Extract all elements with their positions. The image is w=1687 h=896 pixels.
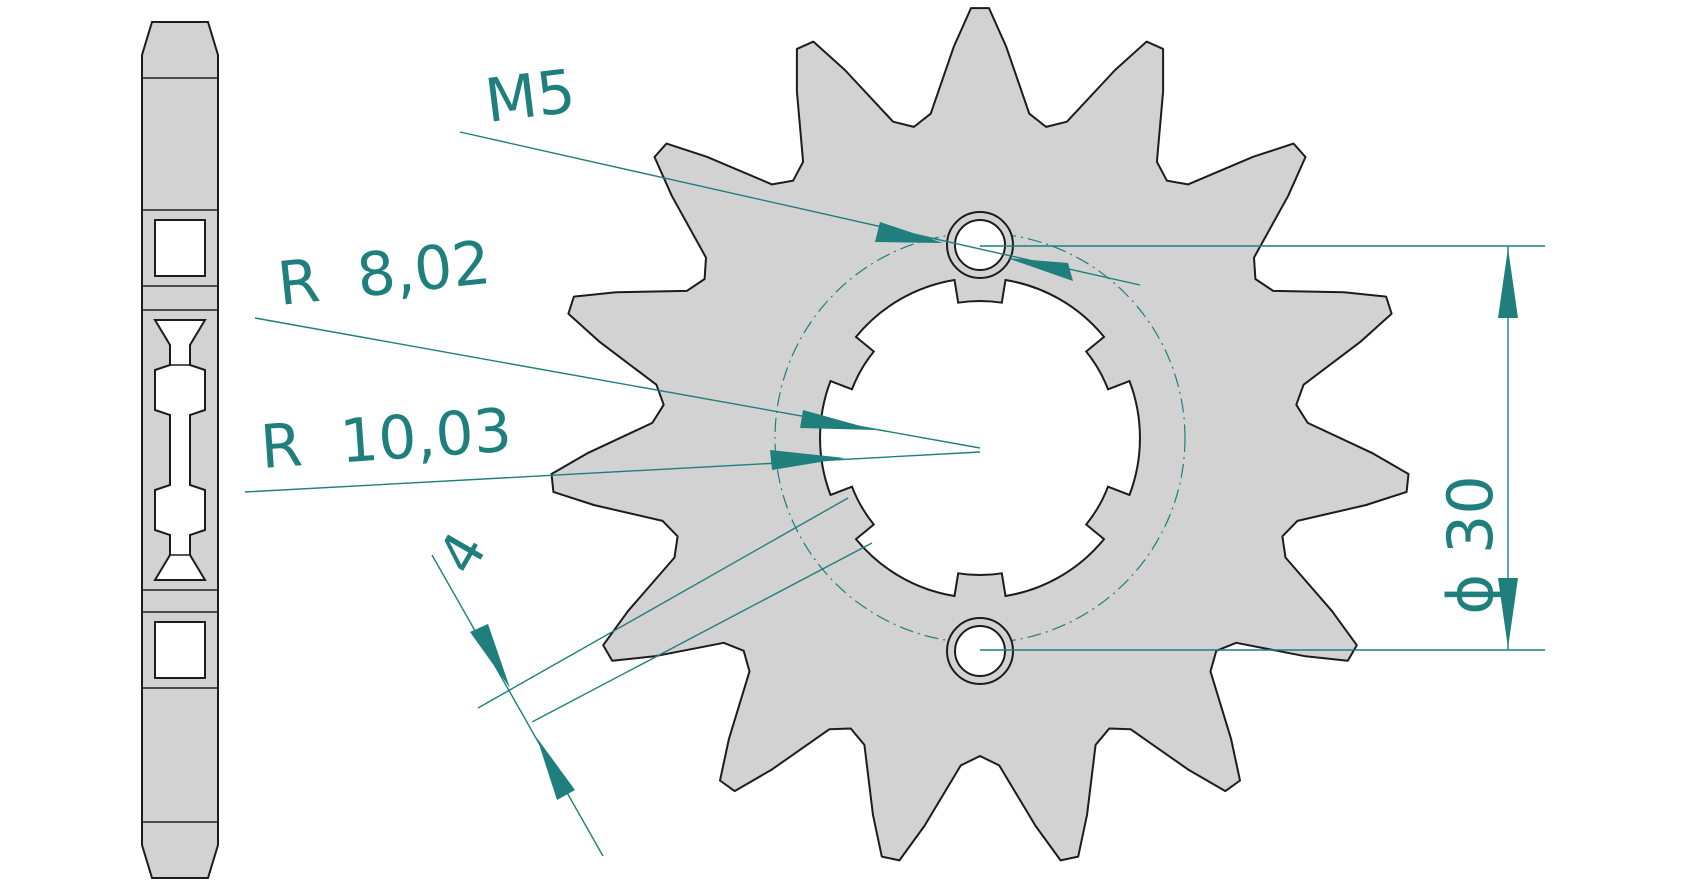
thread-label: M5 [481,56,579,136]
arrowhead [1007,258,1073,281]
spline-bore [819,278,1141,598]
arrowhead [537,738,575,800]
bolt-hole-top [946,211,1014,279]
arrowhead [770,450,845,470]
bolt-spacing-label: ϕ 30 [1434,475,1507,615]
arrowhead [875,222,943,243]
bolt-hole-bottom [946,617,1014,685]
spline-width-dimension-line [431,554,604,857]
radius-outer-leader [244,451,981,493]
arrowhead [1498,578,1518,648]
side-view-slot [154,219,206,277]
spline-width-label: 4 [426,522,500,585]
front-view [550,7,1410,862]
dimensions [244,131,1545,857]
side-view-bore [153,319,207,581]
arrowhead [800,410,875,430]
side-view [141,21,219,879]
arrowhead [1498,248,1518,318]
radius-outer-label: R 10,03 [258,396,514,483]
radius-inner-label: R 8,02 [274,228,494,320]
spline-width-extension [531,542,873,723]
thread-leader [459,131,1141,286]
spline-width-extension [477,497,849,709]
side-view-slot [154,621,206,679]
arrowhead [470,624,510,688]
